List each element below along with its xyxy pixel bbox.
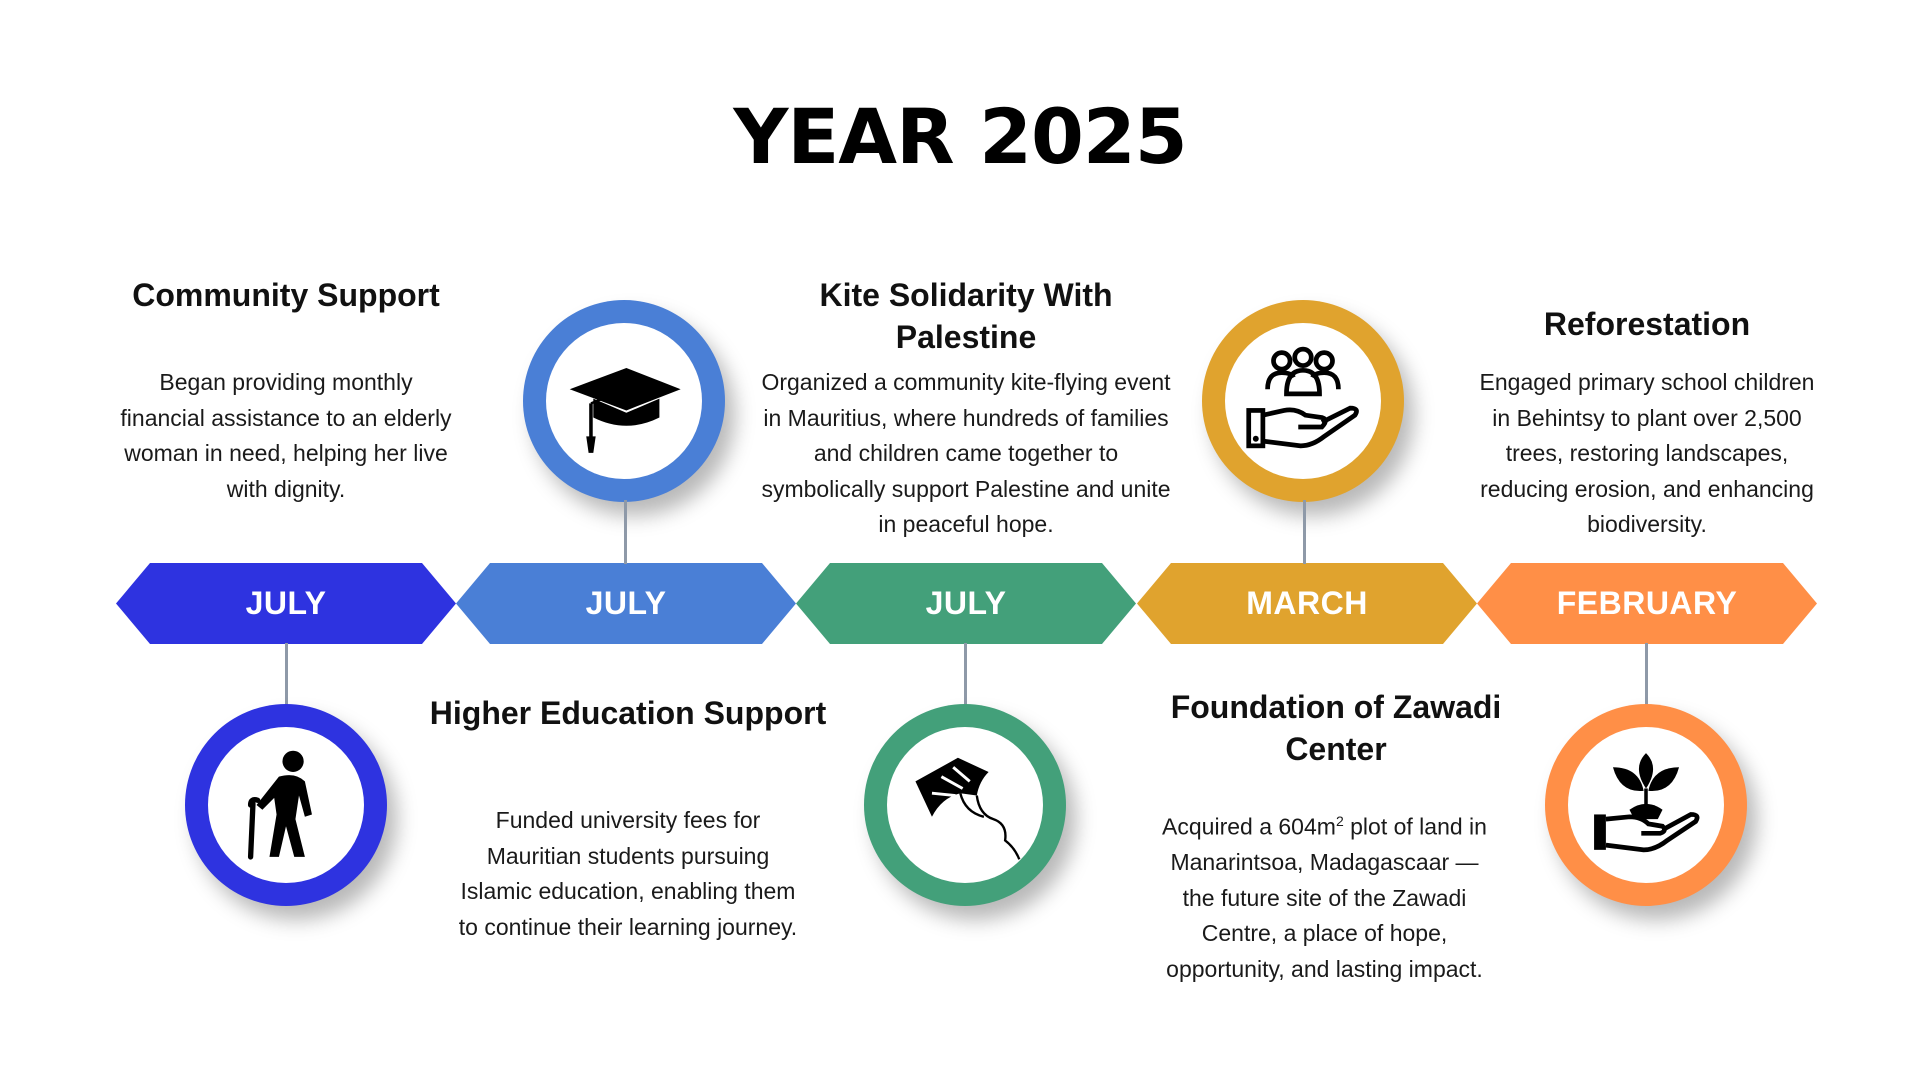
event-description: Began providing monthly financial assist… [120, 369, 452, 502]
month-banner: MARCH [1137, 563, 1477, 644]
icon-badge [1202, 300, 1404, 502]
plant-in-hand-icon [1594, 753, 1700, 853]
connector-line [1645, 643, 1648, 707]
connector-line [964, 643, 967, 707]
month-banner: JULY [796, 563, 1136, 644]
icon-badge [523, 300, 725, 502]
event-description: Organized a community kite-flying event … [761, 369, 1171, 537]
event-description: Engaged primary school children in Behin… [1479, 369, 1815, 537]
community-hand-icon [1246, 346, 1359, 449]
month-label: JULY [245, 585, 327, 621]
description-part: plot of land in Manarintsoa, Madagascaar… [1166, 813, 1487, 982]
event-heading: Reforestation [1543, 306, 1751, 342]
month-label: JULY [925, 585, 1007, 621]
icon-badge [1545, 704, 1747, 906]
month-label: JULY [585, 585, 667, 621]
page-title: YEAR 2025 [733, 92, 1187, 181]
connector-line [1303, 500, 1306, 564]
month-label: FEBRUARY [1556, 585, 1738, 621]
month-banner: JULY [456, 563, 796, 644]
event-heading: Higher Education Support [429, 695, 827, 731]
graduation-cap-icon [569, 367, 681, 453]
event-heading: Community Support [132, 277, 440, 313]
icon-badge [185, 704, 387, 906]
connector-line [624, 500, 627, 564]
superscript-two: 2 [1335, 813, 1344, 829]
kite-icon [915, 757, 1021, 860]
month-banner: JULY [116, 563, 456, 644]
description-part: Acquired a 604m [1162, 813, 1336, 840]
icon-badge [864, 704, 1066, 906]
month-label: MARCH [1246, 585, 1368, 621]
connector-line [285, 643, 288, 707]
event-description: Acquired a 604m2 plot of land in Manarin… [1152, 804, 1497, 987]
event-heading: Kite Solidarity With Palestine [819, 277, 1113, 355]
event-heading: Foundation of Zawadi Center [1170, 689, 1502, 767]
elderly-person-icon [247, 750, 312, 860]
event-description: Funded university fees for Mauritian stu… [458, 807, 798, 940]
month-banner: FEBRUARY [1477, 563, 1817, 644]
